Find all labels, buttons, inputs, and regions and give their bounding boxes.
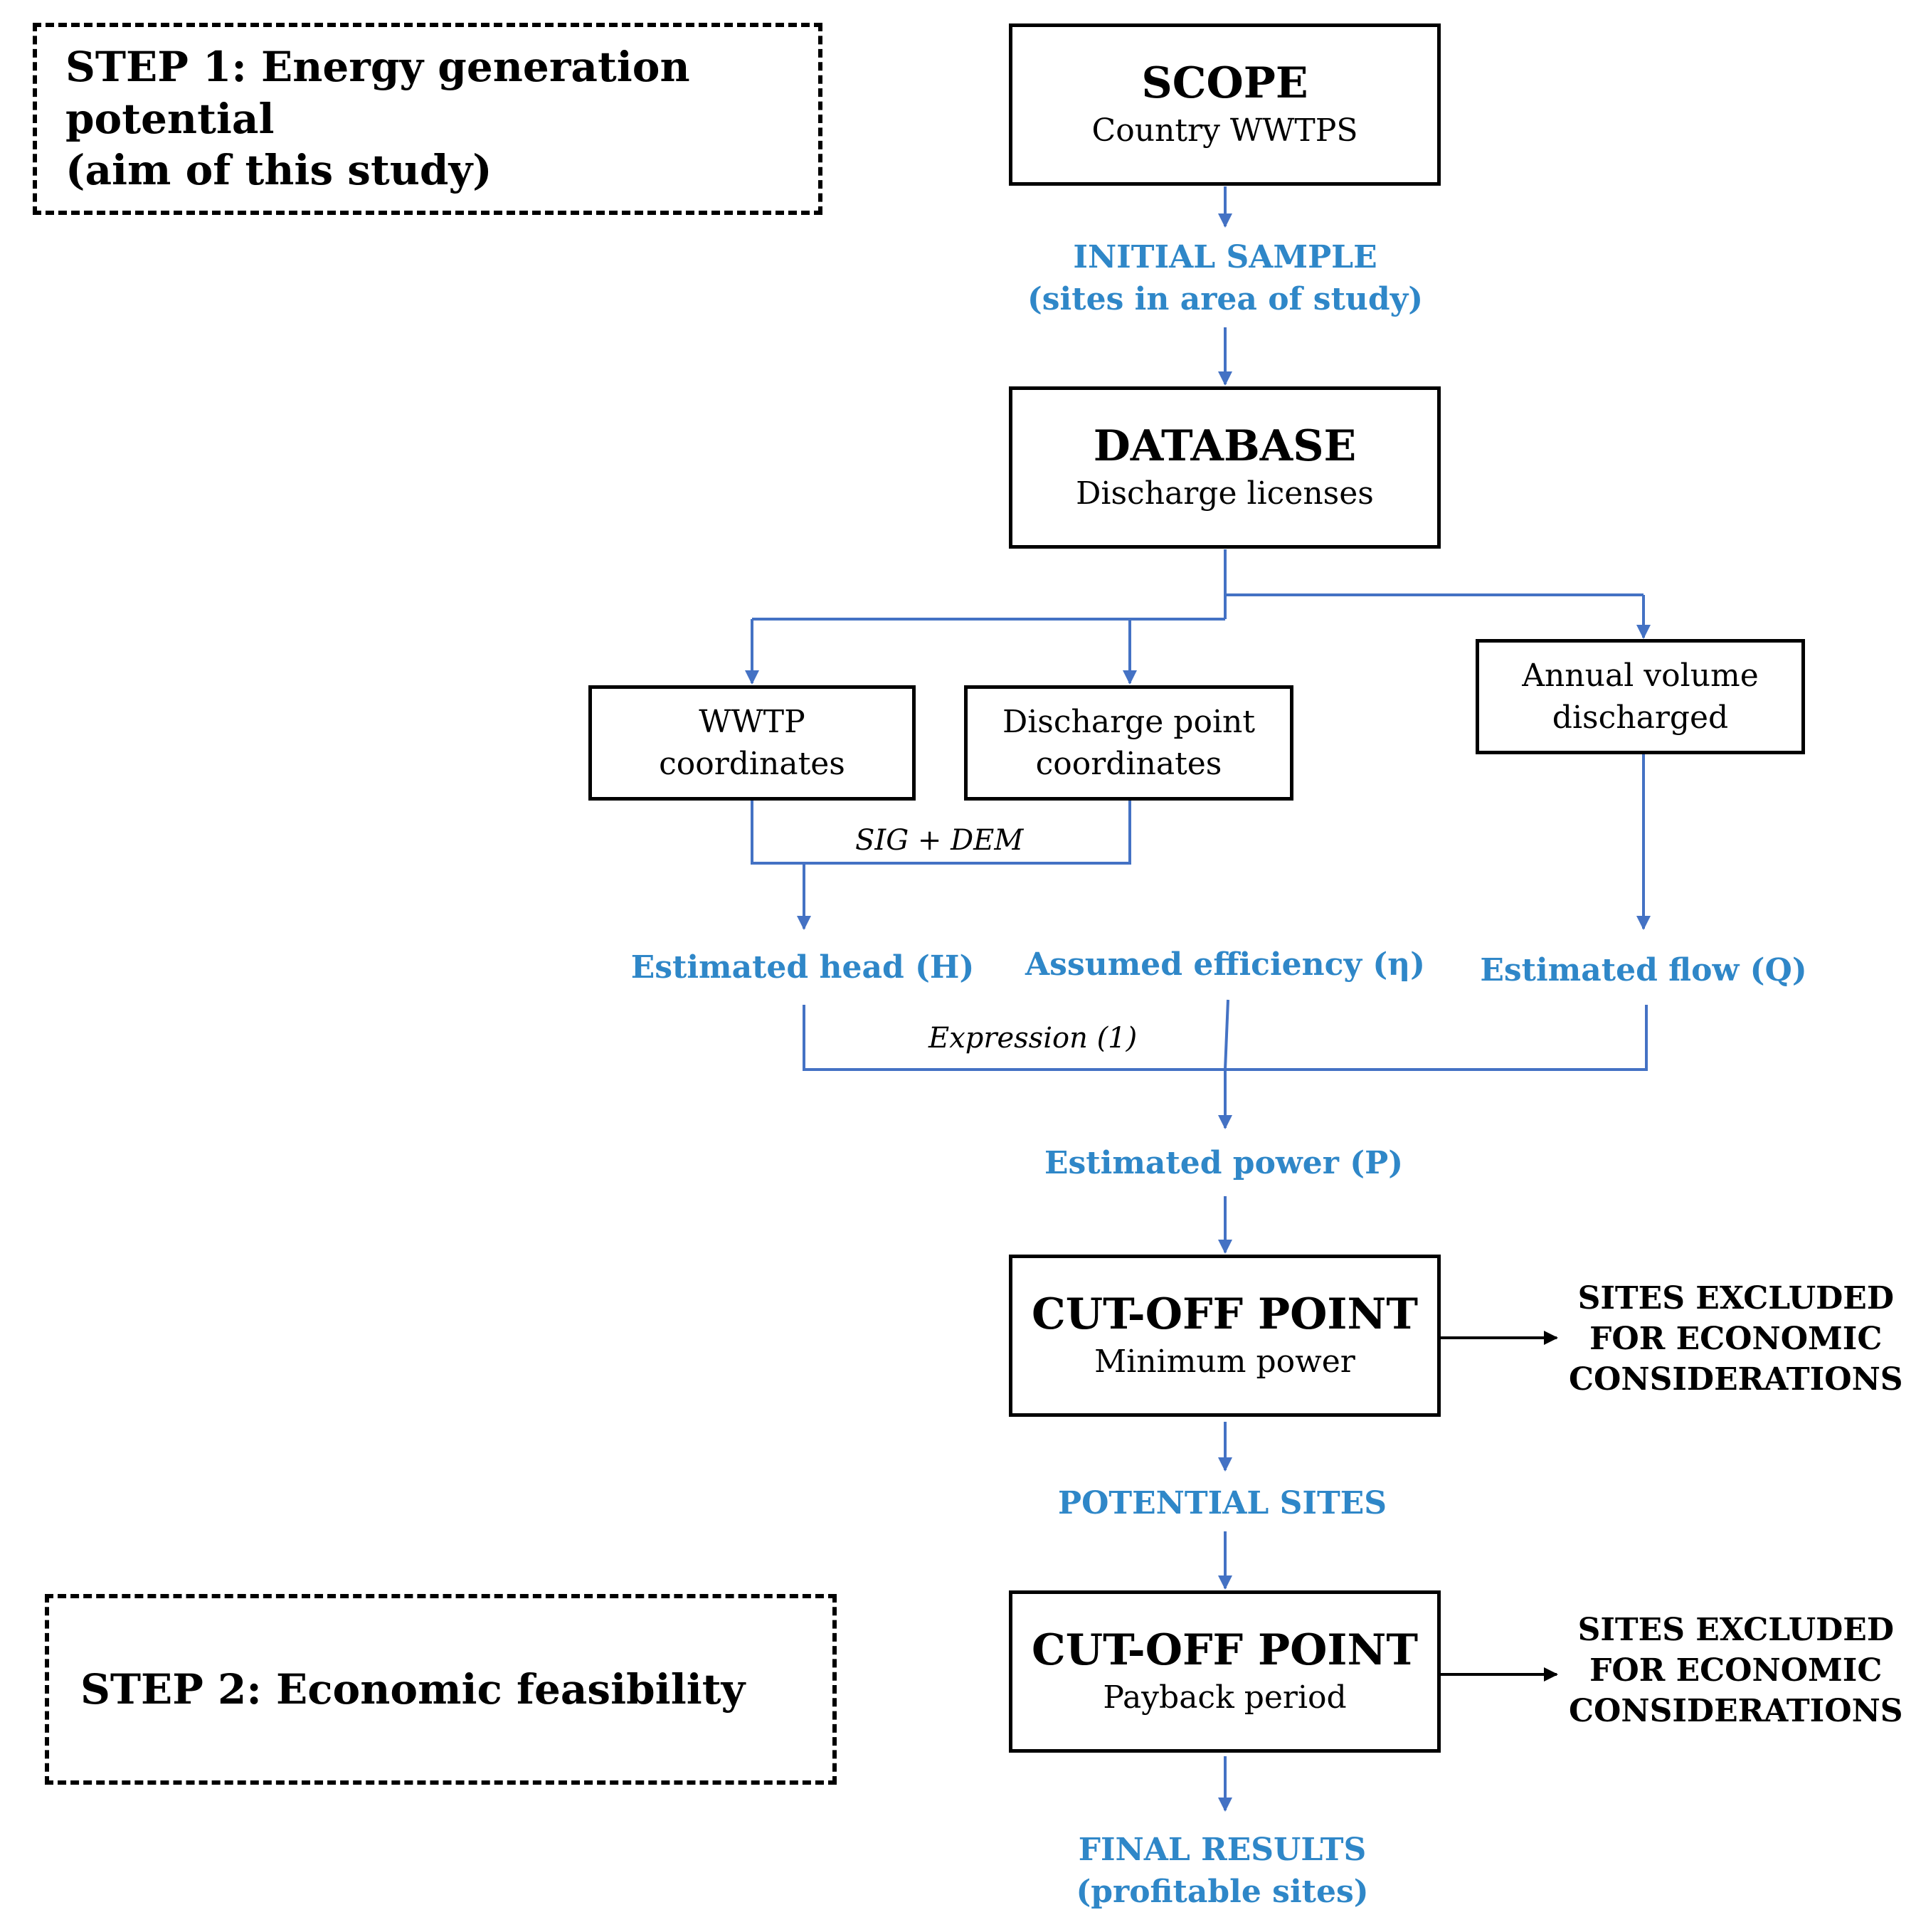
excluded1-line3: CONSIDERATIONS (1569, 1361, 1903, 1398)
excluded-sites-1: SITES EXCLUDED FOR ECONOMIC CONSIDERATIO… (1569, 1278, 1903, 1400)
step1-label-line2: (aim of this study) (65, 146, 492, 195)
database-box: DATABASE Discharge licenses (1009, 386, 1441, 549)
wwtp-line2: coordinates (659, 746, 845, 782)
excluded1-line2: FOR ECONOMIC (1589, 1321, 1883, 1358)
potential-sites-label: POTENTIAL SITES (1057, 1485, 1387, 1521)
cutoff-payback-period-box: CUT-OFF POINT Payback period (1009, 1590, 1441, 1753)
excluded1-line1: SITES EXCLUDED (1577, 1280, 1894, 1316)
annual-volume-line1: Annual volume (1522, 657, 1759, 694)
expression-label: Expression (1) (928, 1022, 1138, 1055)
initial-sample-line1: INITIAL SAMPLE (1073, 239, 1377, 275)
merge-sig-dem (751, 800, 1131, 865)
scope-subtitle: Country WWTPS (1091, 112, 1358, 149)
sig-dem-label: SIG + DEM (855, 824, 1024, 857)
annual-volume-line2: discharged (1552, 700, 1729, 736)
final-results-line2: (profitable sites) (1076, 1874, 1369, 1911)
discharge-point-line2: coordinates (1035, 746, 1222, 782)
scope-title: SCOPE (1141, 58, 1308, 109)
cutoff1-subtitle: Minimum power (1094, 1344, 1355, 1381)
initial-sample-label: INITIAL SAMPLE (sites in area of study) (1027, 236, 1423, 321)
excluded2-line2: FOR ECONOMIC (1589, 1652, 1883, 1689)
excluded-sites-2: SITES EXCLUDED FOR ECONOMIC CONSIDERATIO… (1569, 1610, 1903, 1732)
efficiency-drop (1224, 999, 1229, 1070)
step1-box: STEP 1: Energy generation potential (aim… (33, 23, 822, 215)
wwtp-line1: WWTP (699, 703, 805, 740)
discharge-point-box: Discharge point coordinates (964, 685, 1293, 801)
database-subtitle: Discharge licenses (1076, 475, 1374, 512)
assumed-efficiency-label: Assumed efficiency (η) (1025, 946, 1425, 983)
step2-label: STEP 2: Economic feasibility (80, 1664, 746, 1714)
estimated-flow-label: Estimated flow (Q) (1480, 952, 1807, 988)
excluded2-line1: SITES EXCLUDED (1577, 1612, 1894, 1648)
step1-label-line1: STEP 1: Energy generation potential (65, 43, 690, 143)
cutoff1-title: CUT-OFF POINT (1032, 1289, 1418, 1340)
database-title: DATABASE (1093, 421, 1357, 472)
cutoff2-subtitle: Payback period (1103, 1679, 1347, 1716)
step2-box: STEP 2: Economic feasibility (45, 1594, 837, 1785)
estimated-head-label: Estimated head (H) (630, 949, 975, 986)
annual-volume-box: Annual volume discharged (1476, 639, 1805, 754)
final-results-line1: FINAL RESULTS (1078, 1832, 1367, 1868)
excluded2-line3: CONSIDERATIONS (1569, 1693, 1903, 1730)
discharge-point-line1: Discharge point (1002, 703, 1256, 740)
scope-box: SCOPE Country WWTPS (1009, 23, 1441, 186)
wwtp-coordinates-box: WWTP coordinates (588, 685, 916, 801)
cutoff-minimum-power-box: CUT-OFF POINT Minimum power (1009, 1255, 1441, 1417)
cutoff2-title: CUT-OFF POINT (1032, 1625, 1418, 1676)
final-results-label: FINAL RESULTS (profitable sites) (1076, 1829, 1368, 1913)
estimated-power-label: Estimated power (P) (1044, 1145, 1404, 1181)
initial-sample-line2: (sites in area of study) (1027, 281, 1424, 318)
